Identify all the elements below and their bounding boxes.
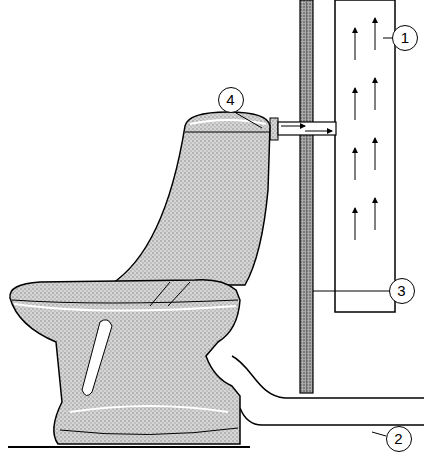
sewer-pipe: [232, 356, 424, 398]
tube-coupler: [270, 118, 278, 140]
floor: [8, 446, 250, 448]
vent-tube: [278, 122, 336, 135]
callout-number: 4: [218, 87, 244, 113]
callout-number: 2: [386, 426, 412, 452]
leader-lines: [236, 38, 393, 436]
airflow-arrows: [355, 18, 375, 240]
ventilation-duct: [335, 0, 395, 312]
callout-number: 1: [392, 25, 418, 51]
toilet: [10, 112, 270, 444]
callout-number: 3: [389, 278, 415, 304]
wall: [300, 0, 313, 393]
